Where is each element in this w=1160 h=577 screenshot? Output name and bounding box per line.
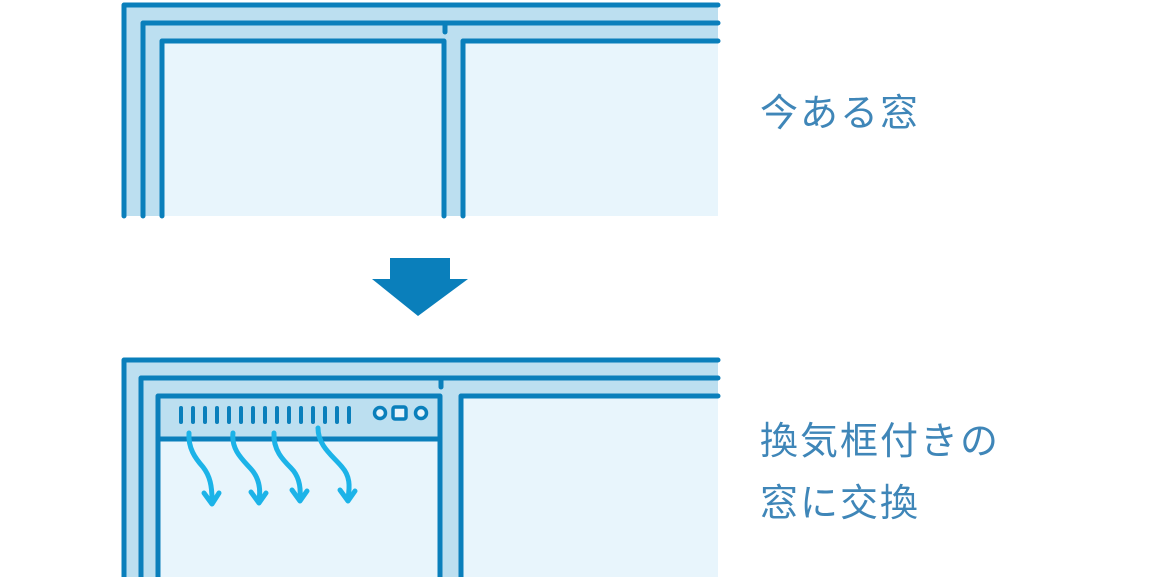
vent-window-line-middle: [138, 375, 721, 577]
existing-window-left-pane: [162, 42, 444, 216]
airflow-arrow-icon: [230, 430, 263, 503]
ventilated-window: [121, 357, 721, 577]
existing-window-right-pane: [464, 42, 718, 216]
ventilated-window-left-pane: [158, 439, 440, 577]
airflow-arrow-head: [201, 490, 222, 507]
airflow-arrow-icon: [271, 430, 303, 501]
ventilated-window-frame: [122, 359, 718, 577]
vent-window-line-outer: [121, 357, 721, 577]
airflow-arrow-icon: [315, 425, 352, 501]
existing-frame-line-middle: [140, 20, 721, 219]
vent-window-line-right: [458, 393, 721, 577]
ventilated-window-right-pane: [462, 397, 718, 577]
ventilated-window-mullion: [440, 379, 462, 577]
airflow-arrow-head: [289, 487, 310, 504]
vent-slots: [179, 406, 351, 424]
airflow-arrows: [186, 425, 358, 507]
existing-window-mullion: [444, 24, 464, 216]
vent-knob-icon: [413, 405, 429, 421]
current-window-text: 今ある窓: [760, 91, 921, 135]
airflow-arrow-icon: [186, 430, 215, 503]
existing-frame-line-outer: [121, 2, 721, 219]
airflow-arrow-head: [248, 489, 269, 506]
replacement-window-text-line2: 窓に交換: [760, 481, 921, 525]
down-arrow-icon: [372, 258, 468, 316]
existing-window: [121, 2, 721, 219]
vent-switch-icon: [391, 405, 408, 421]
existing-frame-line-inner: [159, 38, 447, 219]
vent-window-line-inner: [155, 393, 443, 577]
replacement-window-text-line1: 換気框付きの: [760, 419, 1001, 463]
vent-knob-icon: [372, 405, 388, 421]
current-window-label: 今ある窓: [760, 82, 920, 144]
airflow-arrow-head: [337, 487, 358, 504]
replacement-window-label: 換気框付きの 窓に交換: [760, 410, 1000, 534]
existing-frame-line-right: [460, 38, 721, 219]
